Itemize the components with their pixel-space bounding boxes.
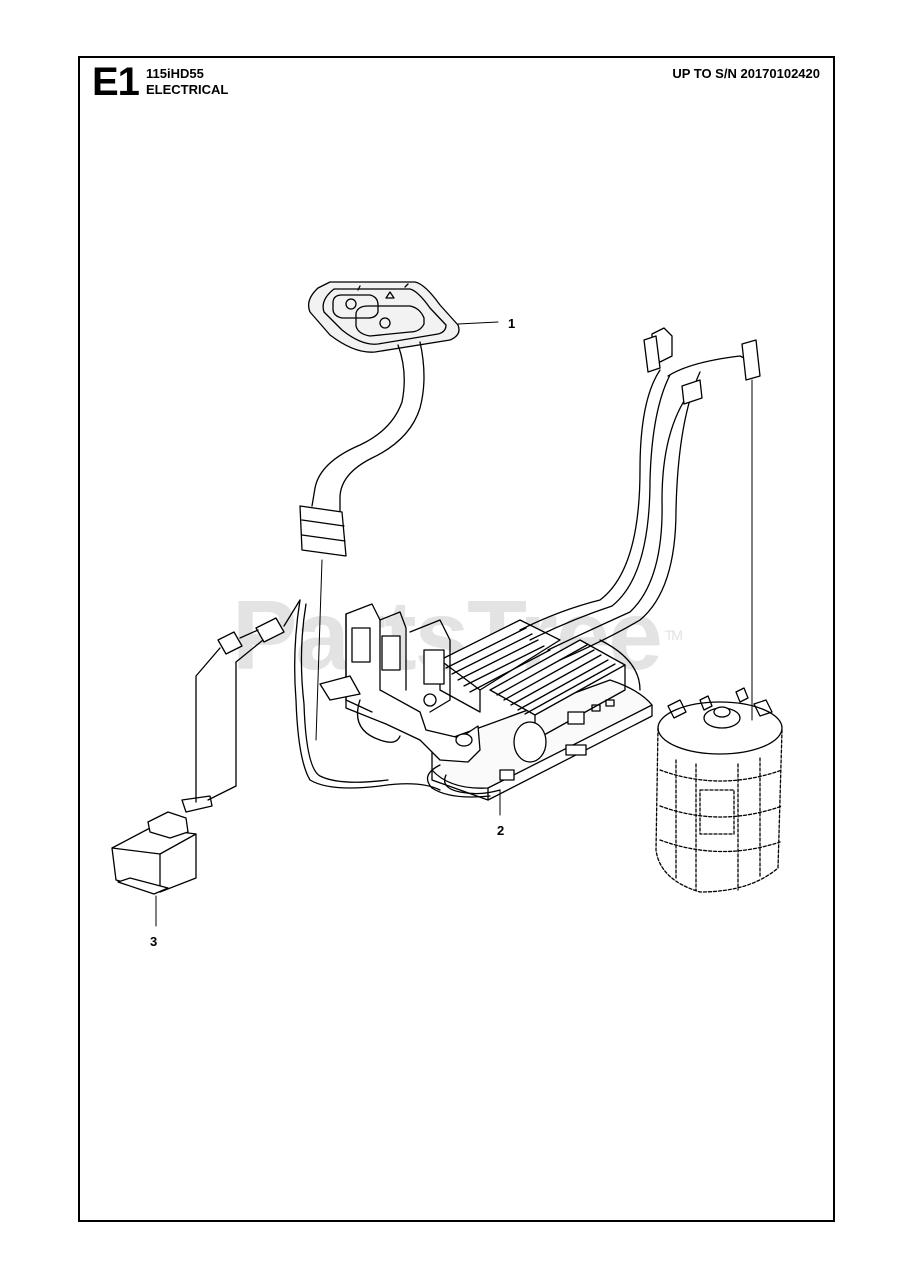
section-code: E1 <box>92 60 140 104</box>
ribbon-lead-line <box>315 559 323 741</box>
control-panel-keypad-icon[interactable] <box>299 281 499 557</box>
electric-motor-icon[interactable] <box>655 687 783 893</box>
callout-1[interactable]: 1 <box>508 316 516 331</box>
callout-3[interactable]: 3 <box>150 934 158 949</box>
callout-2[interactable]: 2 <box>497 823 505 838</box>
watermark-trademark: TM <box>664 627 683 643</box>
section-title: ELECTRICAL <box>146 82 229 97</box>
controller-board-with-harness-icon[interactable] <box>294 327 761 816</box>
micro-switch-icon[interactable] <box>111 599 301 927</box>
model-number: 115iHD55 <box>146 66 204 81</box>
diagram-frame <box>78 56 835 1222</box>
serial-range: UP TO S/N 20170102420 <box>672 66 820 81</box>
